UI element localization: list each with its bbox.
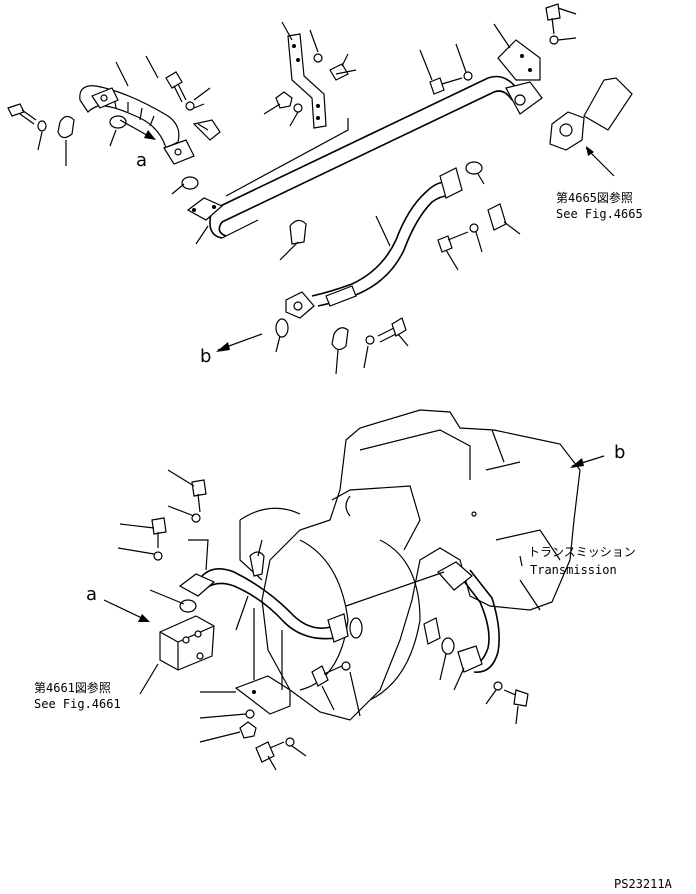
drawing-number: PS23211A xyxy=(614,877,673,891)
washer-b xyxy=(365,335,375,345)
washer-lower-left-2 xyxy=(153,551,163,561)
bolt-lower-left-2 xyxy=(151,517,167,548)
lower-left-tube xyxy=(178,551,349,643)
oring-lower-left xyxy=(179,599,197,613)
bolt-lower-2 xyxy=(311,665,343,687)
washer-upper-middle xyxy=(313,53,323,63)
arrow-a-top xyxy=(119,119,156,140)
washer-lower-2 xyxy=(285,737,295,747)
washer-right-mid xyxy=(469,223,479,233)
curved-hose-a xyxy=(79,85,195,165)
bolt-lower-1 xyxy=(255,741,285,763)
washer-upper-middle-2 xyxy=(293,103,303,113)
arrow-fig4665 xyxy=(586,146,594,156)
oring-lower-center xyxy=(349,617,363,639)
oring-lower-right xyxy=(441,637,455,655)
transmission-label-en: Transmission xyxy=(530,563,617,577)
bolt-left-1 xyxy=(7,103,37,125)
main-tube xyxy=(186,75,543,239)
nut-lower xyxy=(239,721,257,739)
oring-top xyxy=(109,115,127,129)
external-pipe-fig4665 xyxy=(549,77,633,151)
bracket-upper-right xyxy=(497,39,541,81)
ref-fig4665-en: See Fig.4665 xyxy=(556,207,643,221)
clamp-right-mid xyxy=(487,203,507,231)
oring-b xyxy=(275,318,289,338)
washer-lower-1 xyxy=(245,709,255,719)
transmission-label-jp: トランスミッション xyxy=(528,545,636,559)
ref-fig4665-jp: 第4665図参照 xyxy=(556,190,633,205)
bracket-lower xyxy=(234,675,291,715)
bolt-top-center xyxy=(165,71,187,103)
arrow-b-left xyxy=(216,333,263,352)
bolt-upper-right xyxy=(545,3,561,35)
callout-a-bottom: a xyxy=(86,584,97,605)
washer-upper-right-2 xyxy=(463,71,473,81)
clamp-left xyxy=(57,115,75,139)
ref-fig4661-en: See Fig.4661 xyxy=(34,697,121,711)
second-tube xyxy=(285,167,463,319)
leader-lines-lower xyxy=(117,469,523,771)
arrow-a-bottom xyxy=(103,599,150,622)
oring-right xyxy=(465,161,483,175)
bracket-upper-middle xyxy=(287,33,327,129)
clamp-center xyxy=(289,219,307,245)
bolt-upper-middle xyxy=(329,63,357,81)
washer-left-1 xyxy=(37,120,47,132)
oring-left-mid xyxy=(181,176,199,190)
callout-b-right: b xyxy=(614,442,625,463)
washer-lower-right xyxy=(493,681,503,691)
bolt-upper-right-2 xyxy=(429,77,463,95)
ref-fig4661-jp: 第4661図参照 xyxy=(34,680,111,695)
arrow-b-right xyxy=(570,455,605,468)
clamp-b xyxy=(331,327,349,351)
callout-b-left: b xyxy=(200,346,211,367)
transmission-assembly xyxy=(103,409,605,771)
bolt-b xyxy=(377,317,407,343)
bolt-lower-right xyxy=(503,689,529,707)
washer-upper-right xyxy=(549,35,559,45)
upper-tube-assembly xyxy=(7,3,633,375)
callout-a-top: a xyxy=(136,150,147,171)
clamp-lower-right xyxy=(423,617,441,645)
washer-top-center xyxy=(185,101,195,111)
bolt-right-mid xyxy=(437,231,469,253)
transmission-housing xyxy=(261,409,581,721)
valve-block-fig4661 xyxy=(159,615,215,671)
washer-lower-3 xyxy=(341,661,351,671)
lower-right-tube xyxy=(437,561,500,673)
bolt-lower-left-1 xyxy=(191,479,207,513)
